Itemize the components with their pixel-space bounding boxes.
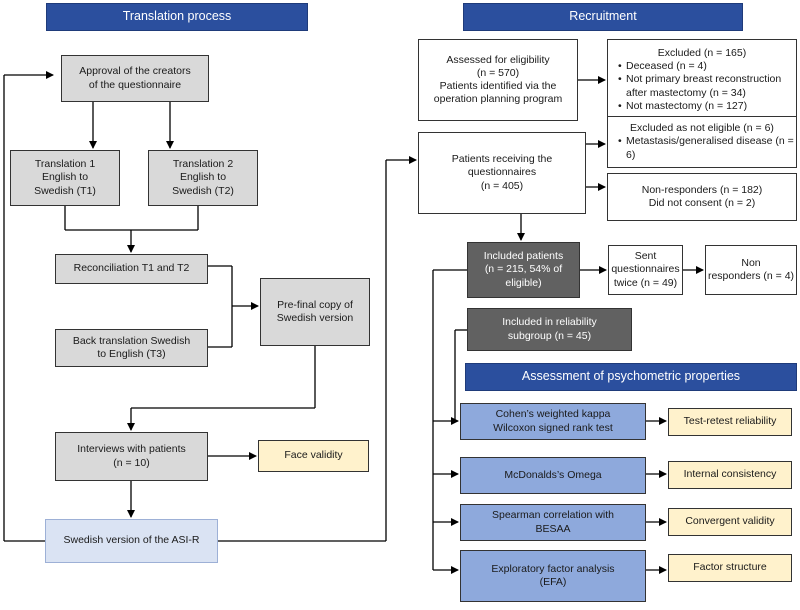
reliability-line-2: subgroup (n = 45) [507,329,592,342]
assessed-line-1: Assessed for eligibility [446,53,550,66]
reliability-line-1: Included in reliability [502,316,597,329]
excluded-item: Not mastectomy (n = 127) [618,100,796,113]
receiving-line-3: (n = 405) [480,179,524,192]
assessed-line-4: operation planning program [433,93,563,106]
assessed-line-2: (n = 570) [476,66,520,79]
method-line: Exploratory factor analysis [491,562,615,575]
method-box-efa: Exploratory factor analysis (EFA) [460,550,646,602]
method-box-omega: McDonalds’s Omega [460,457,646,494]
t1-line-3: Swedish (T1) [34,184,96,197]
back-translation-line-2: to English (T3) [97,348,166,360]
nonresponders-line-2: Did not consent (n = 2) [648,197,756,209]
sent-twice-box: Sent questionnaires twice (n = 49) [608,245,683,295]
recruitment-header: Recruitment [463,3,743,31]
non-responders-line-1: Non [741,256,761,269]
property-box-convergent-validity: Convergent validity [668,508,792,536]
swedish-version-label: Swedish version of the ASI-R [63,534,200,547]
translation-process-header: Translation process [46,3,308,31]
excluded-list: Deceased (n = 4) Not primary breast reco… [608,60,796,113]
back-translation-box: Back translation Swedish to English (T3) [55,329,208,367]
prefinal-box: Pre-final copy of Swedish version [260,278,370,346]
sent-line-1: Sent [634,250,657,263]
approval-box: Approval of the creators of the question… [61,55,209,102]
method-line: BESAA [535,522,571,535]
receiving-box: Patients receiving the questionnaires (n… [418,132,586,214]
translation-2-box: Translation 2 English to Swedish (T2) [148,150,258,206]
excluded-item: Deceased (n = 4) [618,60,796,73]
interviews-label: Interviews with patients [77,443,186,456]
receiving-line-2: questionnaires [467,166,537,179]
sent-line-2: questionnaires [611,263,680,276]
t1-line-2: English to [41,171,89,184]
prefinal-line-2: Swedish version [276,312,354,324]
t2-line-2: English to [179,171,227,184]
not-eligible-title: Excluded as not eligible (n = 6) [630,122,774,135]
included-patients-box: Included patients (n = 215, 54% of eligi… [467,242,580,298]
included-line-1: Included patients [483,250,564,263]
interviews-box: Interviews with patients (n = 10) [55,432,208,481]
translation-1-box: Translation 1 English to Swedish (T1) [10,150,120,206]
nonresponders-line-1: Non-responders (n = 182) [641,183,763,196]
method-line: Wilcoxon signed rank test [493,421,613,434]
not-eligible-item: Metastasis/generalised disease (n = 6) [618,135,796,161]
reconciliation-box: Reconciliation T1 and T2 [55,254,208,284]
included-line-3: eligible) [505,276,542,289]
t2-line-1: Translation 2 [172,158,234,171]
approval-line-2: of the questionnaire [88,78,182,91]
not-eligible-box: Excluded as not eligible (n = 6) Metasta… [607,116,797,168]
t1-line-1: Translation 1 [34,158,96,171]
nonresponders-box: Non-responders (n = 182) Did not consent… [607,173,797,221]
receiving-line-1: Patients receiving the [451,153,553,166]
included-line-2: (n = 215, 54% of [484,263,563,276]
non-responders-box: Non responders (n = 4) [705,245,797,295]
t2-line-3: Swedish (T2) [172,184,234,197]
property-box-internal-consistency: Internal consistency [668,461,792,489]
interviews-n: (n = 10) [113,456,150,469]
approval-line-1: Approval of the creators [79,65,191,78]
method-line: Cohen’s weighted kappa [495,408,611,421]
assessment-header: Assessment of psychometric properties [465,363,797,391]
method-line: Spearman correlation with [492,509,614,522]
prefinal-line-1: Pre-final copy of [277,298,353,311]
property-label: Convergent validity [685,515,775,528]
method-line: (EFA) [539,576,567,588]
property-label: Internal consistency [683,468,777,481]
face-validity-box: Face validity [258,440,369,472]
property-label: Test-retest reliability [683,415,777,428]
property-box-test-retest: Test-retest reliability [668,408,792,436]
property-label: Factor structure [693,561,767,574]
non-responders-line-2: responders (n = 4) [707,270,795,282]
excluded-item: Not primary breast reconstruction after … [618,73,796,99]
not-eligible-list: Metastasis/generalised disease (n = 6) [608,135,796,161]
assessed-line-3: Patients identified via the [439,80,557,92]
property-box-factor-structure: Factor structure [668,554,792,582]
reconciliation-label: Reconciliation T1 and T2 [73,262,190,275]
excluded-box: Excluded (n = 165) Deceased (n = 4) Not … [607,39,797,121]
back-translation-line-1: Back translation Swedish [72,334,191,347]
swedish-version-box: Swedish version of the ASI-R [45,519,218,563]
method-box-spearman: Spearman correlation with BESAA [460,504,646,541]
method-line: McDonalds’s Omega [504,468,602,481]
assessed-box: Assessed for eligibility (n = 570) Patie… [418,39,578,121]
excluded-title: Excluded (n = 165) [657,47,747,60]
sent-line-3: twice (n = 49) [613,276,678,289]
reliability-subgroup-box: Included in reliability subgroup (n = 45… [467,308,632,351]
method-box-kappa: Cohen’s weighted kappa Wilcoxon signed r… [460,403,646,440]
face-validity-label: Face validity [284,449,343,462]
